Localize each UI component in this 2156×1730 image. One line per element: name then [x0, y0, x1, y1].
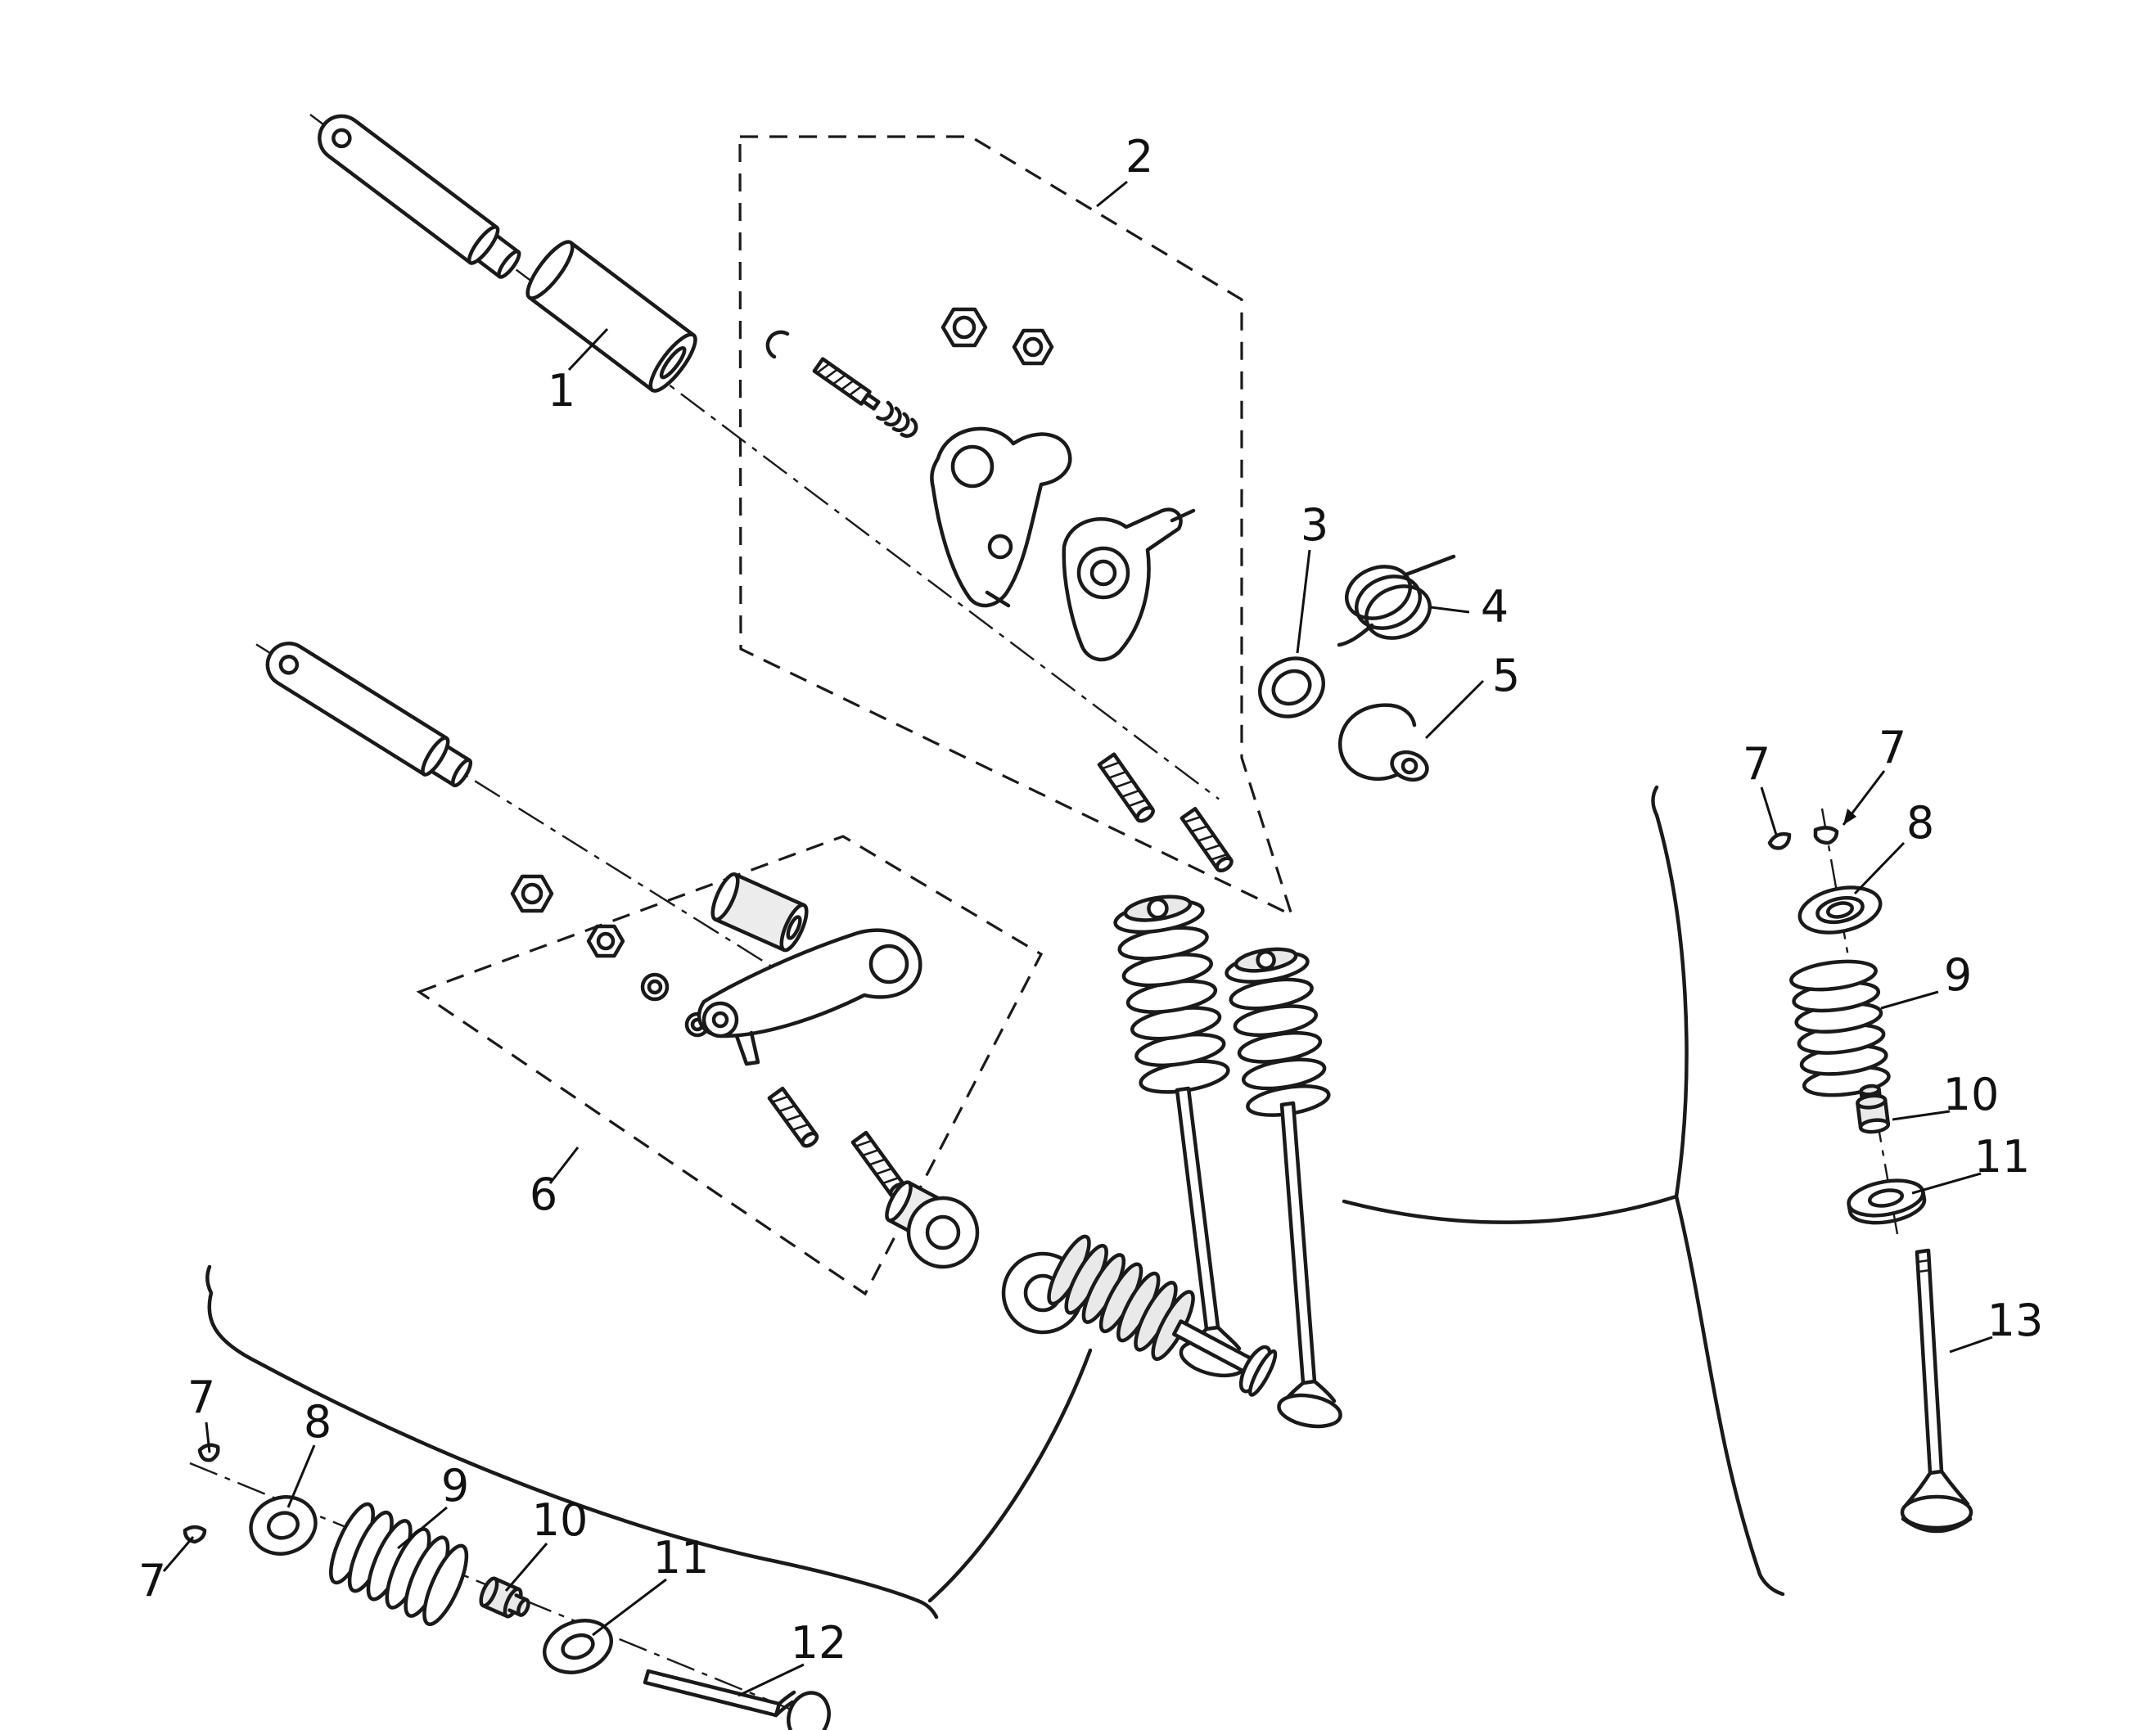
callout-11-right: 11 [1974, 1131, 2031, 1183]
spring-washer-part3 [1257, 656, 1326, 719]
valve-keeper-bl-b [183, 1525, 207, 1544]
callout-7-right-a: 7 [1743, 738, 1770, 790]
leader-10-bl [504, 1543, 548, 1592]
callout-7-right-b: 7 [1879, 722, 1906, 773]
adjuster-screw-a [1097, 752, 1155, 823]
rocker-arm-exhaust [1062, 507, 1196, 662]
leader-7-bl-bottom [162, 1536, 195, 1572]
circlip-small [765, 330, 790, 359]
leader-9-bl [397, 1506, 448, 1550]
valve-spring-assembly-left [1113, 894, 1230, 1094]
leader-8-bl [286, 1444, 316, 1508]
tappet-assembly [885, 1180, 1278, 1397]
rocker-shaft-lower [255, 642, 799, 984]
rocker-assembly-upper [765, 307, 1234, 873]
rocker-arm-intake [930, 426, 1072, 608]
valve-keeper-right-b [1813, 826, 1839, 845]
rocker-assembly-lower [510, 872, 922, 1199]
callout-1: 1 [548, 365, 575, 417]
leader-4 [1430, 606, 1470, 614]
valve-stem-seal-right [1856, 1084, 1891, 1134]
torsion-spring-part4 [1337, 554, 1456, 647]
callout-11-bl: 11 [653, 1532, 710, 1584]
callout-4: 4 [1481, 581, 1509, 633]
leader-12-bl [737, 1663, 805, 1697]
hex-nut-c [510, 874, 554, 913]
detail-box-part6 [416, 835, 1044, 1296]
valve-detail-right [1767, 808, 1973, 1534]
rocker-arm-lower [697, 928, 922, 1066]
leader-11-bl [592, 1578, 667, 1637]
rocker-shaft-upper [309, 114, 1220, 800]
valve-keeper-right-a [1767, 831, 1792, 850]
hex-nut-a [940, 307, 988, 348]
leader-10-right [1892, 1110, 1951, 1121]
valve-spring-bl [329, 1502, 469, 1627]
brace-bottom-left [205, 1264, 1093, 1620]
valve-spring-assembly-right [1225, 947, 1331, 1117]
callout-13-right: 13 [1987, 1295, 2044, 1346]
retainer-clip-part5 [1337, 703, 1429, 782]
spring-retainer-bl [249, 1495, 318, 1556]
callout-5: 5 [1492, 650, 1520, 701]
leader-1 [567, 327, 609, 372]
valve-middle-right [1277, 1101, 1342, 1429]
leader-7-right-b [1842, 770, 1886, 826]
spring-seat-bl [542, 1619, 614, 1674]
leader-9-right [1880, 990, 1939, 1010]
valve-right [1900, 1248, 1973, 1534]
pivot-tube [710, 872, 809, 953]
spring-seat-right [1847, 1178, 1927, 1225]
callout-9-bl: 9 [441, 1460, 469, 1511]
valve-detail-bottom-left [183, 1443, 831, 1730]
valve-bl [643, 1669, 831, 1730]
callout-7-bl-top: 7 [187, 1372, 215, 1423]
leader-2 [1096, 180, 1128, 208]
leader-7-right-a [1760, 786, 1778, 836]
callout-8-right: 8 [1906, 797, 1934, 849]
callout-9-right: 9 [1944, 949, 1972, 1001]
hex-nut-d [586, 924, 625, 958]
callout-12-bl: 12 [791, 1617, 847, 1669]
hex-nut-b [1012, 328, 1054, 366]
adjuster-screw-b [1179, 807, 1234, 873]
adjuster-screw-c [767, 1086, 819, 1148]
valve-stem-seal-bl [479, 1576, 530, 1619]
leader-5 [1424, 679, 1485, 740]
shaft-sleeve-part1 [525, 240, 697, 393]
ribbed-sleeve [1047, 1234, 1278, 1397]
detail-box-part2 [738, 135, 1294, 918]
callout-8-bl: 8 [304, 1396, 332, 1448]
leader-13-right [1949, 1336, 1993, 1354]
callout-7-bl-bottom: 7 [138, 1555, 166, 1606]
leader-8-right [1853, 841, 1906, 895]
adjuster-pin [812, 357, 918, 438]
leader-6 [548, 1147, 580, 1184]
callout-2: 2 [1125, 131, 1153, 182]
leader-7-bl-top [205, 1421, 211, 1453]
spring-retainer-right [1797, 885, 1883, 935]
valve-spring-right [1789, 959, 1891, 1097]
callout-3: 3 [1301, 499, 1328, 551]
callout-10-bl: 10 [532, 1494, 589, 1546]
brace-right [1342, 785, 1785, 1597]
leader-3 [1296, 549, 1311, 654]
leader-11-right [1911, 1172, 1982, 1195]
callout-10-right: 10 [1943, 1069, 2000, 1120]
callout-6: 6 [530, 1169, 557, 1220]
